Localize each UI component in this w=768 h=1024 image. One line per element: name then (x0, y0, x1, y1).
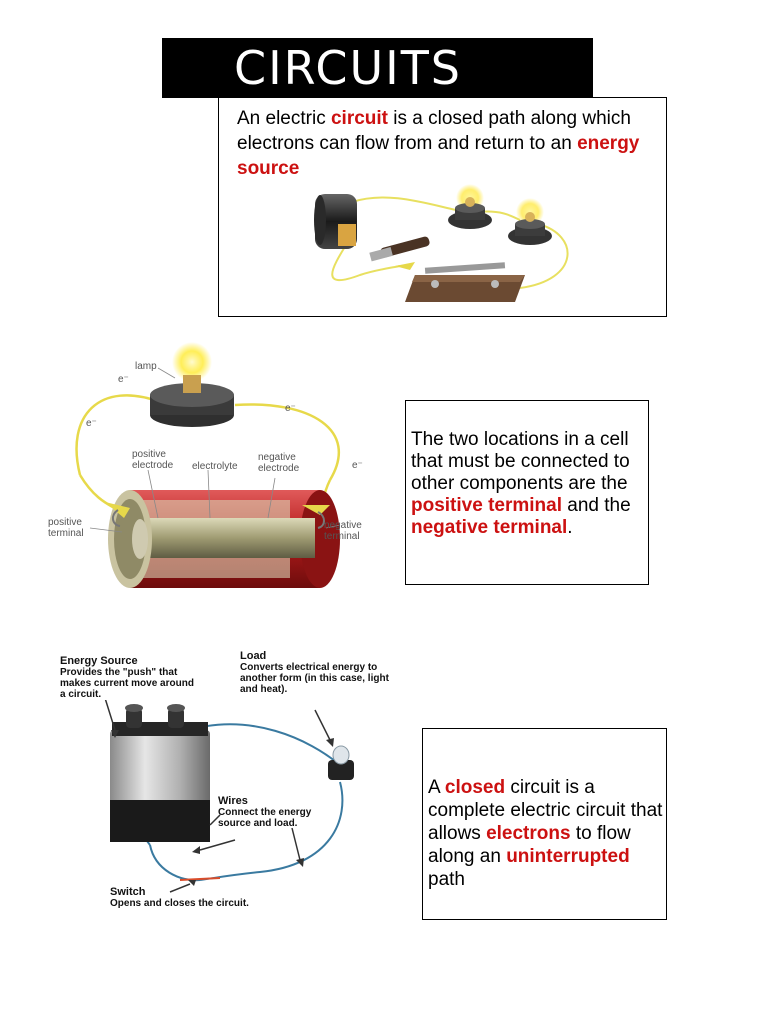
page-title: CIRCUITS (234, 41, 463, 95)
load-desc: Converts electrical energy to another fo… (240, 662, 389, 695)
highlight-closed: closed (444, 777, 506, 798)
switch-label: Switch Opens and closes the circuit. (110, 886, 280, 909)
wire (519, 223, 569, 289)
switch-title: Switch (110, 886, 146, 898)
label-lamp: lamp (135, 361, 157, 372)
closed-circuit-box: A closed circuit is a complete electric … (422, 728, 667, 920)
label-electron: e⁻ (86, 418, 97, 429)
terminals-box: The two locations in a cell that must be… (405, 400, 649, 585)
title-banner: CIRCUITS (162, 38, 593, 98)
cell-diagram (75, 342, 341, 588)
terminals-text: The two locations in a cell that must be… (411, 429, 631, 538)
circuit-definition-text: An electric circuit is a closed path alo… (237, 108, 640, 179)
label-negative-electrode: negative electrode (258, 452, 300, 474)
energy-source-label: Energy Source Provides the "push" that m… (60, 655, 200, 700)
switch-desc: Opens and closes the circuit. (110, 898, 249, 909)
wires-desc: Connect the energy source and load. (218, 807, 312, 829)
highlight-electrons: electrons (486, 823, 571, 844)
label-positive-electrode: positive electrode (132, 449, 174, 471)
wires-label: Wires Connect the energy source and load… (218, 795, 328, 829)
energy-source-title: Energy Source (60, 655, 138, 667)
load-lamp (328, 760, 354, 780)
closed-circuit-text: A closed circuit is a complete electric … (428, 777, 663, 890)
wire (331, 241, 401, 282)
wires-title: Wires (218, 795, 248, 807)
wire (351, 196, 466, 213)
highlight-uninterrupted: uninterrupted (506, 846, 630, 867)
label-electron: e⁻ (285, 403, 296, 414)
load-title: Load (240, 650, 267, 662)
energy-source-desc: Provides the "push" that makes current m… (60, 667, 194, 700)
highlight-negative-terminal: negative terminal (411, 517, 568, 538)
wire (234, 403, 341, 481)
label-electron: e⁻ (352, 460, 363, 471)
highlight-positive-terminal: positive terminal (411, 495, 562, 516)
closed-circuit-diagram (104, 700, 354, 893)
highlight-circuit: circuit (330, 108, 389, 129)
label-electron: e⁻ (118, 374, 129, 385)
wire (75, 394, 161, 476)
circuit-illustration (314, 184, 569, 302)
label-electrolyte: electrolyte (192, 461, 238, 472)
load-label: Load Converts electrical energy to anoth… (240, 650, 390, 695)
highlight-energy-source: energy source (237, 133, 640, 179)
label-positive-terminal: positive terminal (48, 517, 84, 539)
label-negative-terminal: negative terminal (324, 520, 362, 542)
